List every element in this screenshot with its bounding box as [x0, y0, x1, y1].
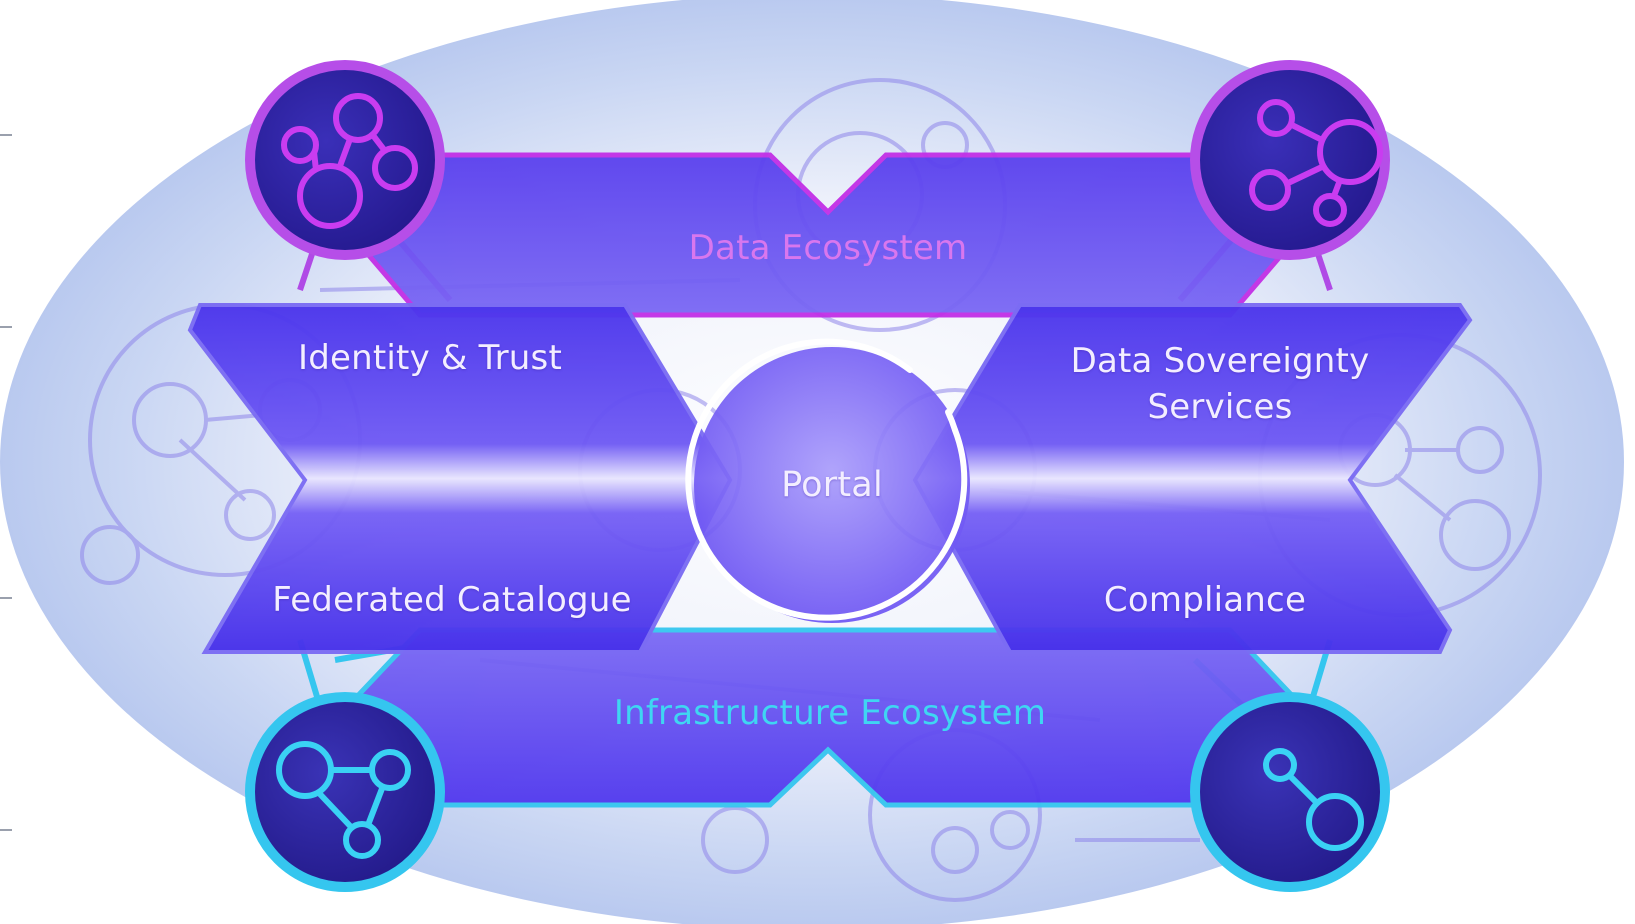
- compliance-label[interactable]: Compliance: [1103, 580, 1307, 620]
- portal-ring-gap: [945, 409, 958, 433]
- identity-trust-label[interactable]: Identity & Trust: [298, 338, 562, 378]
- federated-catalogue-label[interactable]: Federated Catalogue: [272, 580, 632, 620]
- portal-label[interactable]: Portal: [781, 465, 883, 505]
- data-ecosystem-label: Data Ecosystem: [688, 228, 968, 268]
- data-sovereignty-label-line1: Data Sovereignty: [1070, 341, 1370, 381]
- left-edge-marks: [0, 134, 12, 831]
- network-node-icon[interactable]: [1190, 692, 1390, 892]
- portal-ring: [685, 338, 968, 621]
- infrastructure-ecosystem-label: Infrastructure Ecosystem: [613, 693, 1047, 733]
- network-node-icon[interactable]: [1190, 60, 1390, 260]
- data-sovereignty-services-label[interactable]: Data Sovereignty Services: [1071, 338, 1370, 430]
- network-node-icon[interactable]: [245, 60, 445, 260]
- portal-circle[interactable]: [694, 347, 970, 623]
- network-node-icon[interactable]: [245, 692, 445, 892]
- left-service-banner: [187, 303, 733, 654]
- data-sovereignty-label-line2: Services: [1147, 387, 1293, 427]
